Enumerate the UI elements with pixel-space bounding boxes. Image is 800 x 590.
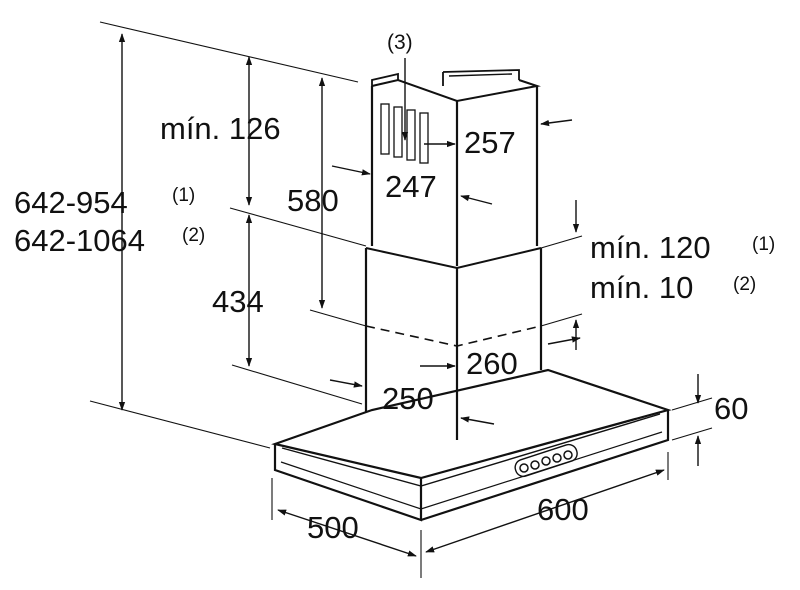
- part-callout-label: (3): [387, 31, 413, 54]
- canopy-height-label: 60: [714, 391, 748, 426]
- knob-icon: [530, 460, 540, 470]
- dimension-arrows: [118, 33, 702, 557]
- hood-depth-label: 500: [307, 510, 359, 545]
- upper-depth-label: 247: [385, 169, 437, 204]
- knob-icon: [563, 450, 573, 460]
- canopy: [271, 368, 672, 522]
- knob-icon: [519, 463, 529, 473]
- total-height-note-a: (1): [172, 185, 195, 206]
- total-height-note-b: (2): [182, 225, 205, 246]
- knob-icon: [541, 456, 551, 466]
- upper-height-label: 580: [287, 183, 339, 218]
- upper-chimney: [370, 69, 541, 266]
- lower-width-label: 260: [466, 346, 518, 381]
- lower-depth-label: 250: [382, 381, 434, 416]
- lower-height-label: 434: [212, 284, 264, 319]
- gap-note-b: (2): [733, 274, 756, 295]
- gap-label-b: mín. 10: [590, 270, 693, 305]
- total-height-label-a: 642-954: [14, 185, 128, 220]
- upper-width-label: 257: [464, 125, 516, 160]
- gap-note-a: (1): [752, 234, 775, 255]
- lower-chimney: [364, 247, 543, 440]
- gap-label-a: mín. 120: [590, 230, 711, 265]
- hood-width-label: 600: [537, 492, 589, 527]
- min-top-label: mín. 126: [160, 111, 281, 146]
- total-height-label-b: 642-1064: [14, 223, 145, 258]
- knob-icon: [552, 453, 562, 463]
